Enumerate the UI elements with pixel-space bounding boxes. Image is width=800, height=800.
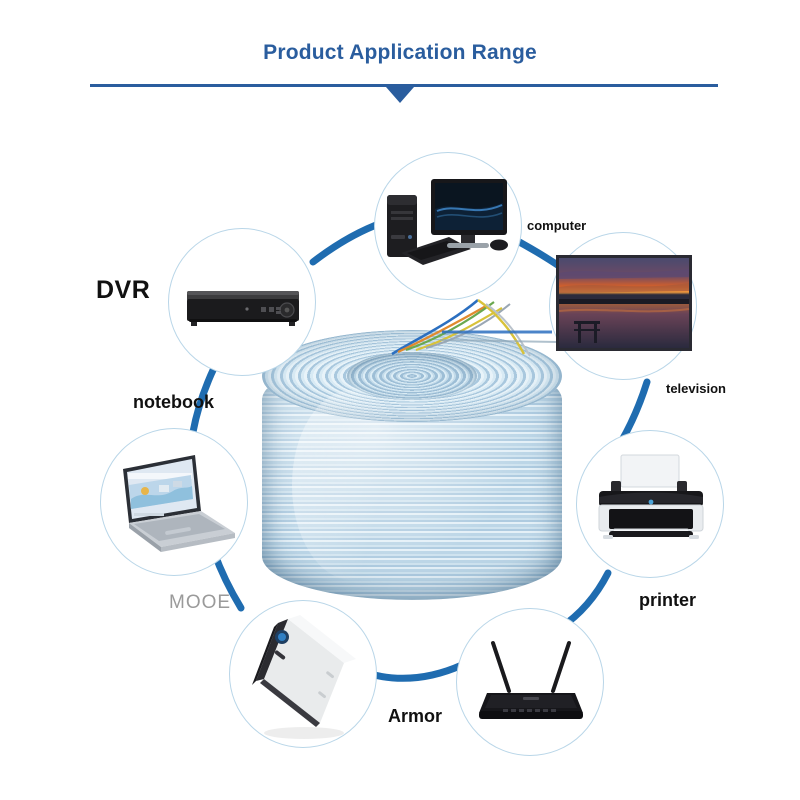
node-powerbank[interactable] <box>229 600 377 748</box>
coil-center-hole <box>347 352 477 400</box>
television-icon <box>556 255 692 351</box>
label-router: Armor <box>388 706 443 726</box>
dvr-icon <box>187 291 299 326</box>
label-powerbank: MOOE <box>169 592 232 613</box>
link-notebook-dvr <box>189 364 218 436</box>
page-title: Product Application Range <box>263 41 537 64</box>
label-computer: computer <box>527 218 587 233</box>
title-divider-rule <box>90 84 718 87</box>
node-printer[interactable] <box>576 430 724 578</box>
desktop-computer-icon <box>387 179 508 265</box>
wifi-router-icon <box>479 641 583 719</box>
node-notebook[interactable] <box>100 428 248 576</box>
label-television: television <box>666 381 726 396</box>
node-television[interactable] <box>549 232 697 380</box>
label-printer: printer <box>639 590 697 610</box>
printer-icon <box>598 454 704 539</box>
laptop-icon <box>123 455 235 552</box>
power-bank-icon <box>252 615 356 739</box>
node-computer[interactable] <box>374 152 522 300</box>
title-arrow-down-icon <box>386 87 414 103</box>
label-dvr: DVR <box>96 276 151 304</box>
label-notebook: notebook <box>133 392 214 412</box>
node-dvr[interactable] <box>168 228 316 376</box>
exposed-twisted-pairs-icon <box>391 299 559 357</box>
node-router[interactable] <box>456 608 604 756</box>
